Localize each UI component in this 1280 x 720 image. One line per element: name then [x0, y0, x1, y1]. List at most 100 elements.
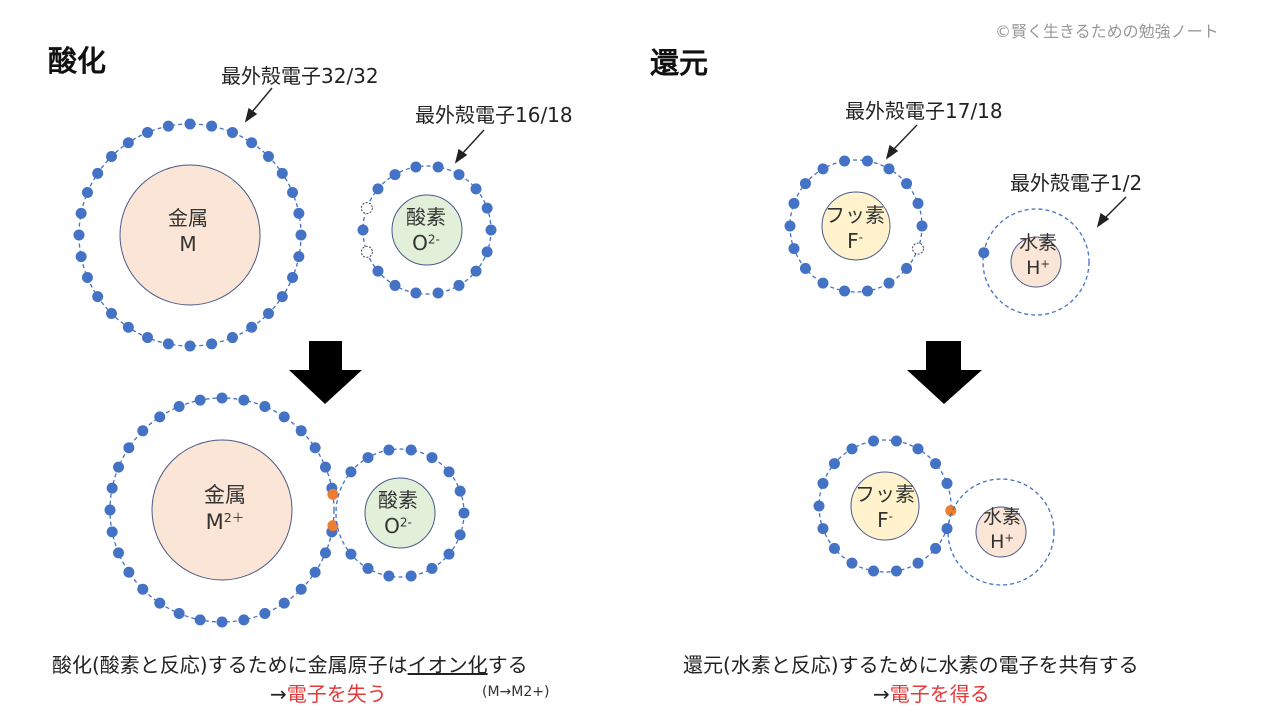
pointer-metal-shell [251, 87, 273, 113]
oxygen-bottom-electron [345, 466, 357, 478]
metal-top-electron [73, 229, 85, 241]
fluorine-bottom-nucleus [850, 471, 920, 541]
metal-bottom-electron [259, 401, 271, 413]
label-hydrogen-shell: 最外殻電子1/2 [1010, 171, 1143, 195]
oxygen-top-electron [410, 161, 422, 173]
result-reduction: →電子を得る [873, 678, 990, 707]
metal-top-electron [226, 332, 238, 344]
oxygen-label-bottom: 酸素 O2- [360, 487, 436, 539]
atoms-layer [73, 118, 1090, 628]
fluorine-top-electron [799, 178, 811, 190]
metal-top-electron [162, 338, 174, 350]
metal-bottom-electron [238, 614, 250, 626]
oxygen-bottom-electron [362, 562, 374, 574]
fluorine-top-electron [788, 243, 800, 255]
fluorine-bottom-electron [828, 542, 840, 554]
pointer-fluorine-shell-head [885, 144, 899, 160]
label-oxygen-shell: 最外殻電子16/18 [415, 103, 573, 127]
metal-top-electron [262, 307, 274, 319]
metal-bottom-electron [295, 583, 307, 595]
result-oxidation-arrow: → [270, 682, 287, 706]
fluorine-top-electron [883, 163, 895, 175]
metal-bottom-electron [216, 616, 228, 628]
metal-top-electron [75, 251, 87, 263]
transition-arrow-oxidation [289, 341, 362, 404]
metal-bottom-electron [319, 547, 331, 559]
result-oxidation: →電子を失う [270, 678, 387, 707]
oxygen-charge: 2- [427, 232, 440, 247]
metal-bottom-electron [278, 411, 290, 423]
fluorine-top-electron [901, 262, 913, 274]
fluorine-bottom-electron [846, 443, 858, 455]
hydrogen-bottom-nucleus [975, 506, 1027, 558]
oxygen-bottom-electron [443, 466, 455, 478]
metal-symbol: M [179, 232, 197, 256]
fluorine-top-electron [784, 220, 796, 232]
fluorine-top-electron [912, 197, 924, 209]
metal-bottom-electron [194, 394, 206, 406]
result-reduction-text: 電子を得る [889, 682, 990, 706]
metal-bottom-electron [137, 425, 149, 437]
metal-bottom-electron [113, 461, 125, 473]
metal-bottom-electron [123, 566, 135, 578]
annotation-arrows [244, 87, 1127, 228]
oxygen-top-electron [481, 202, 493, 214]
fluorine-bottom-electron [817, 477, 829, 489]
fluorine-bottom-electron [868, 435, 880, 447]
metal-bottom-electron [137, 583, 149, 595]
fluorine-bottom-electron [828, 458, 840, 470]
metal-top-electron [92, 291, 104, 303]
oxygen-top-electron [357, 224, 369, 236]
metal-top-electron [226, 126, 238, 138]
oxygen-top-electron [389, 169, 401, 181]
metal-bottom-shared-electron [327, 520, 339, 532]
oxygen-top-nucleus [391, 194, 463, 266]
metal-name: 金属 [168, 206, 208, 230]
metal-top-electron [184, 118, 196, 130]
metal-bottom-electron [238, 394, 250, 406]
metal-top-nucleus [119, 164, 261, 306]
oxygen-bottom-electron [362, 452, 374, 464]
metal-top-electron [122, 137, 134, 149]
metal-bottom-electron [309, 566, 321, 578]
hydrogen-label-top: 水素 H+ [1008, 231, 1068, 280]
metal-top-electron [75, 207, 87, 219]
metal-top-electron [287, 271, 299, 283]
oxygen-top-electron [470, 183, 482, 195]
metal-bottom-electron [259, 607, 271, 619]
fluorine-name: フッ素 [825, 203, 885, 227]
oxygen-charge-bottom: 2- [399, 515, 412, 530]
oxygen-bottom-electron [345, 548, 357, 560]
fluorine-bottom-electron [846, 557, 858, 569]
metal-bottom-electron [319, 461, 331, 473]
metal-top-electron [162, 120, 174, 132]
pointer-fluorine-shell [892, 124, 918, 151]
fluorine-bottom-electron [941, 523, 953, 535]
oxygen-bottom-electron [454, 529, 466, 541]
fluorine-top-electron [817, 277, 829, 289]
hydrogen-symbol: H [1026, 256, 1041, 279]
metal-bottom-electron [154, 411, 166, 423]
metal-bottom-electron [106, 526, 118, 538]
caption-oxidation-pre: 酸化(酸素と反応)するために金属原子は [52, 653, 408, 677]
metal-top-electron [184, 340, 196, 352]
fluorine-label-top: フッ素 F- [815, 202, 895, 254]
metal-ion-symbol: M [205, 510, 224, 535]
caption-reduction: 還元(水素と反応)するために水素の電子を共有する [683, 653, 1139, 677]
metal-top-electron [295, 229, 307, 241]
metal-top-electron [92, 167, 104, 179]
fluorine-top-electron [861, 155, 873, 167]
hydrogen-label-bottom: 水素 H+ [972, 505, 1032, 554]
metal-top-electron [246, 137, 258, 149]
oxygen-top-electron [372, 265, 384, 277]
hydrogen-bottom-shell [947, 478, 1055, 586]
result-reduction-arrow: → [873, 682, 890, 706]
metal-top-electron [276, 291, 288, 303]
oxygen-bottom-electron [458, 507, 470, 519]
metal-ion-charge: 2＋ [223, 510, 245, 526]
fluorine-charge-bottom: - [888, 509, 893, 524]
metal-name-bottom: 金属 [204, 483, 246, 507]
hydrogen-name-bottom: 水素 [982, 506, 1021, 528]
oxygen-bottom-electron [405, 444, 417, 456]
